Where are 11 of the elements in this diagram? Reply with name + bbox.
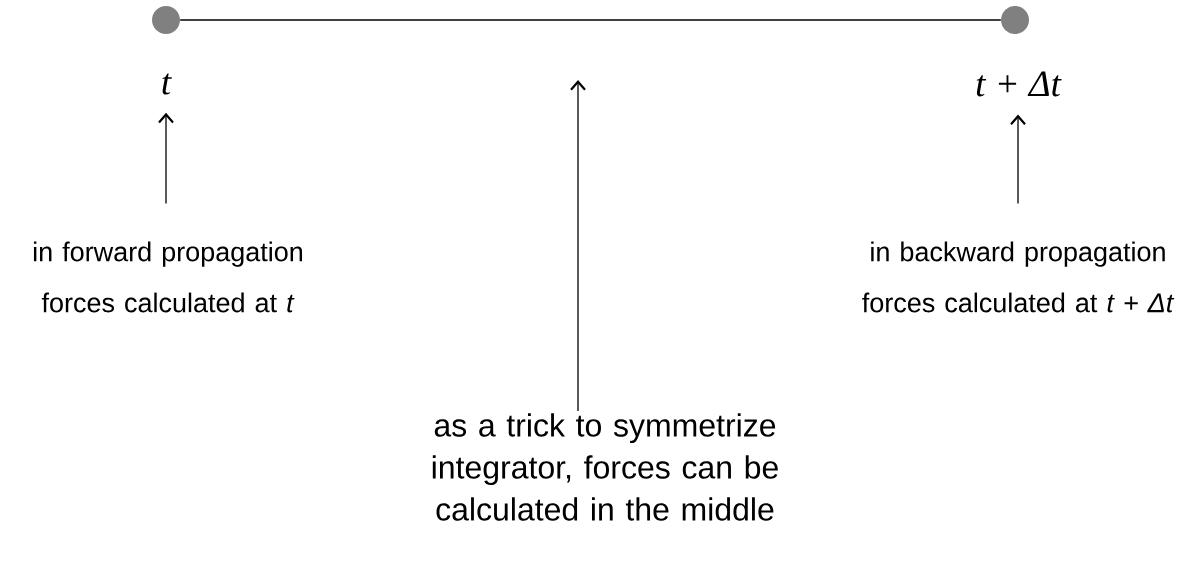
- time-label: t: [162, 73, 172, 95]
- time-label: t + Δt: [976, 71, 1062, 97]
- endpoint-dot: [152, 6, 180, 34]
- note-text: as a trick to symmetrize integrator, forces can be calculated in the middle: [432, 413, 778, 521]
- connector-line: [179, 19, 1002, 21]
- arrow: [570, 80, 586, 412]
- endpoint-dot: [1001, 6, 1029, 34]
- arrow: [1010, 114, 1026, 205]
- note-text: in forward propagation forces calculated at t: [33, 241, 302, 313]
- note-text: in backward propagation forces calculated at t + Δt: [862, 241, 1175, 313]
- arrow: [158, 112, 174, 205]
